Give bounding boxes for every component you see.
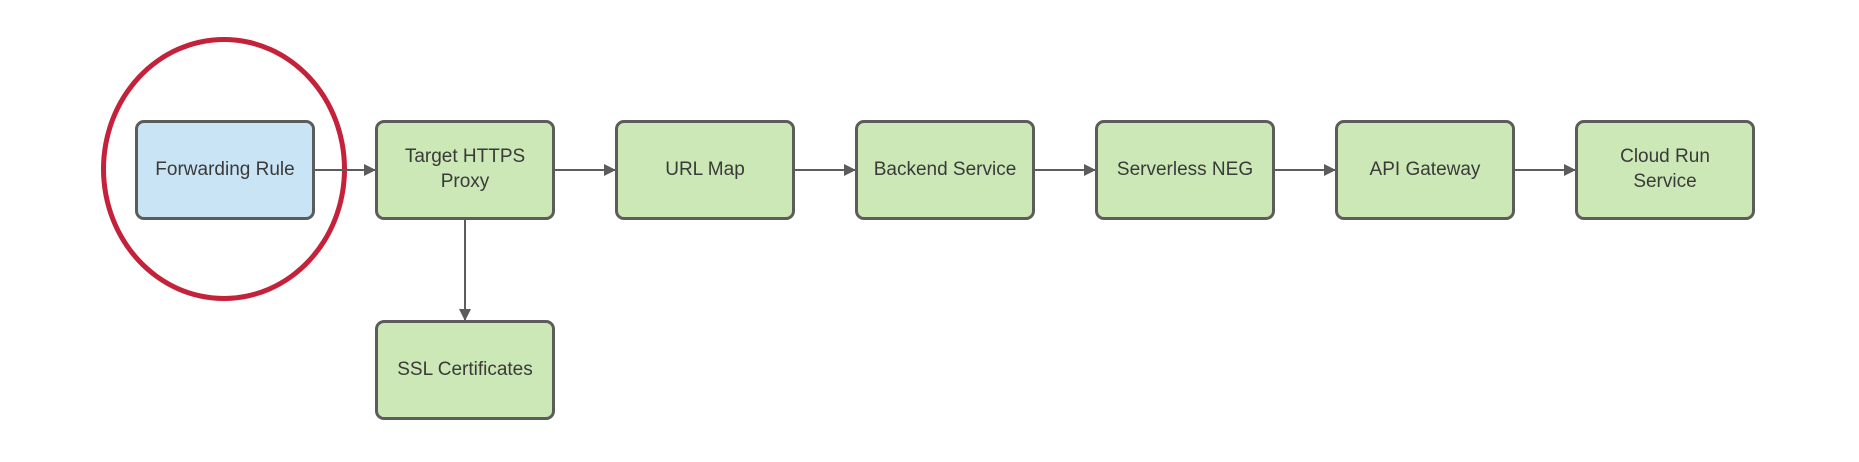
node-api-gateway: API Gateway [1335, 120, 1515, 220]
node-target-https-proxy: Target HTTPS Proxy [375, 120, 555, 220]
node-url-map: URL Map [615, 120, 795, 220]
arrow-url-map-to-backend-service [795, 164, 856, 176]
arrow-target-https-proxy-to-ssl-certificates [459, 220, 471, 321]
arrow-serverless-neg-to-api-gateway [1275, 164, 1336, 176]
node-backend-service: Backend Service [855, 120, 1035, 220]
arrow-backend-service-to-serverless-neg [1035, 164, 1096, 176]
node-ssl-certificates: SSL Certificates [375, 320, 555, 420]
node-serverless-neg: Serverless NEG [1095, 120, 1275, 220]
arrow-target-https-proxy-to-url-map [555, 164, 616, 176]
node-cloud-run-service: Cloud Run Service [1575, 120, 1755, 220]
arrow-api-gateway-to-cloud-run-service [1515, 164, 1576, 176]
arrow-forwarding-rule-to-target-https-proxy [315, 164, 376, 176]
node-forwarding-rule: Forwarding Rule [135, 120, 315, 220]
